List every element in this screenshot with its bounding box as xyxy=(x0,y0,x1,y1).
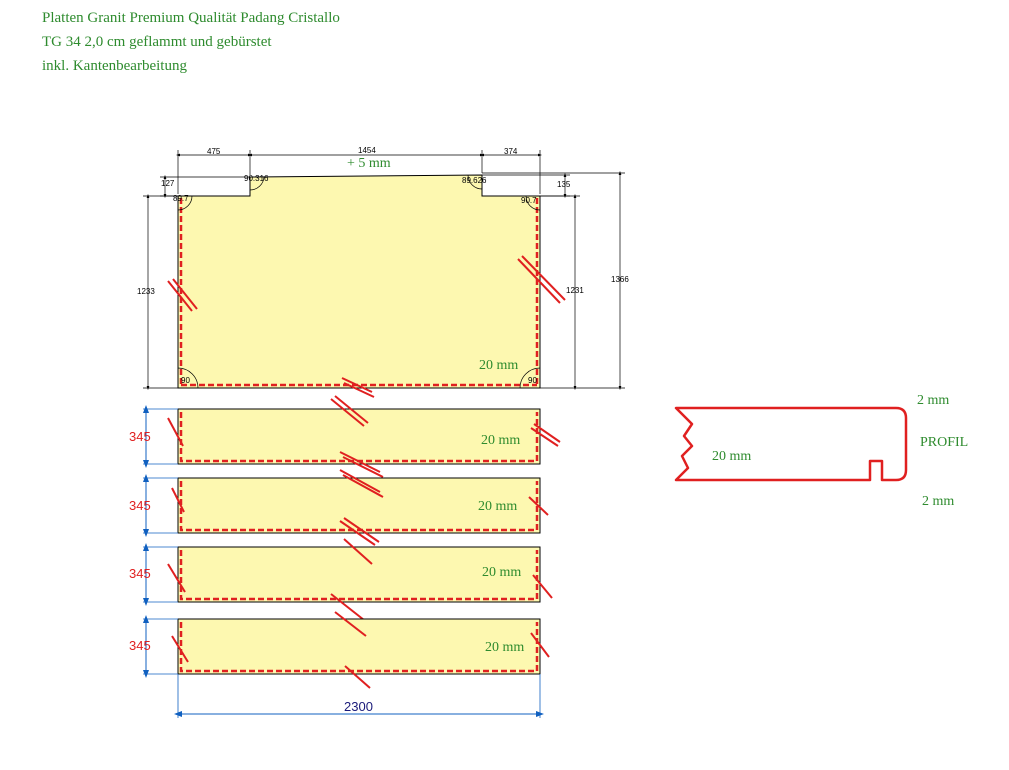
strip-2-edge-mark xyxy=(179,481,539,532)
strip-4: 345 20 mm xyxy=(129,611,550,689)
strip-4-cut-marks xyxy=(171,611,550,689)
strip-4-thickness: 20 mm xyxy=(485,640,524,655)
main-slab: 90 90 90.316 89.626 89.7 90.7 20 mm 475 … xyxy=(137,146,629,398)
overall-width-label: 2300 xyxy=(344,699,373,714)
angle-arc-top-left-inner xyxy=(177,195,193,211)
strip-4-height: 345 xyxy=(129,638,151,653)
angle-arc-bottom-left xyxy=(177,367,199,389)
strip-1: 345 20 mm xyxy=(129,395,561,478)
dim-top-right: 374 xyxy=(504,147,518,156)
angle-top-left-outer: 90.316 xyxy=(244,174,269,183)
main-slab-thickness: 20 mm xyxy=(479,358,518,373)
main-slab-top-dimensions xyxy=(175,150,543,194)
strip-2-height: 345 xyxy=(129,498,151,513)
main-slab-cut-marks xyxy=(167,255,566,398)
strip-3-height: 345 xyxy=(129,566,151,581)
strip-2-body xyxy=(177,477,541,534)
angle-arc-bottom-right xyxy=(519,367,541,389)
strip-1-height: 345 xyxy=(129,429,151,444)
dim-notch-left: 127 xyxy=(161,179,175,188)
angle-top-right-inner: 90.7 xyxy=(521,196,537,205)
edge-profile xyxy=(674,406,908,482)
edge-profile-outline xyxy=(674,406,908,482)
header-line-3: inkl. Kantenbearbeitung xyxy=(42,58,187,74)
strip-1-body xyxy=(177,408,541,465)
main-slab-outline xyxy=(177,174,541,389)
angle-bottom-left: 90 xyxy=(181,376,190,385)
dim-top-middle: 1454 xyxy=(358,146,376,155)
dim-left-height: 1233 xyxy=(137,287,155,296)
angle-arc-top-right-outer xyxy=(467,174,483,190)
profile-bottom-label: 2 mm xyxy=(922,494,954,509)
strip-3-cut-marks xyxy=(167,538,553,621)
angle-top-left-inner: 89.7 xyxy=(173,194,189,203)
angle-arc-top-right-inner xyxy=(525,195,541,211)
strip-3: 345 20 mm xyxy=(129,538,553,621)
strip-1-cut-marks xyxy=(167,395,561,478)
strip-4-body xyxy=(177,618,541,675)
angle-bottom-right: 90 xyxy=(528,376,537,385)
profile-title: PROFIL xyxy=(920,435,968,450)
strip-2-thickness: 20 mm xyxy=(478,499,517,514)
profile-top-label: 2 mm xyxy=(917,393,949,408)
dim-total-height: 1366 xyxy=(611,275,629,284)
strip-3-thickness: 20 mm xyxy=(482,565,521,580)
dim-right-height: 1231 xyxy=(566,286,584,295)
main-slab-height-dimensions xyxy=(143,170,625,391)
strip-3-body xyxy=(177,546,541,603)
strip-2: 345 20 mm xyxy=(129,469,549,546)
angle-top-right-outer: 89.626 xyxy=(462,176,487,185)
header-line-2: TG 34 2,0 cm geflammt und gebürstet xyxy=(42,34,272,50)
profile-thickness: 20 mm xyxy=(712,449,751,464)
strip-4-edge-mark xyxy=(179,622,539,673)
dim-notch-right: 135 xyxy=(557,180,571,189)
dim-top-left: 475 xyxy=(207,147,221,156)
strip-3-edge-mark xyxy=(179,550,539,601)
strip-2-cut-marks xyxy=(171,469,549,546)
header-text: Platten Granit Premium Qualität Padang C… xyxy=(42,6,340,78)
angle-arc-top-left-outer xyxy=(249,176,265,191)
header-line-1: Platten Granit Premium Qualität Padang C… xyxy=(42,10,340,26)
plus-5mm-label: + 5 mm xyxy=(347,156,391,171)
strip-1-thickness: 20 mm xyxy=(481,433,520,448)
overall-width-dimension xyxy=(174,674,544,718)
